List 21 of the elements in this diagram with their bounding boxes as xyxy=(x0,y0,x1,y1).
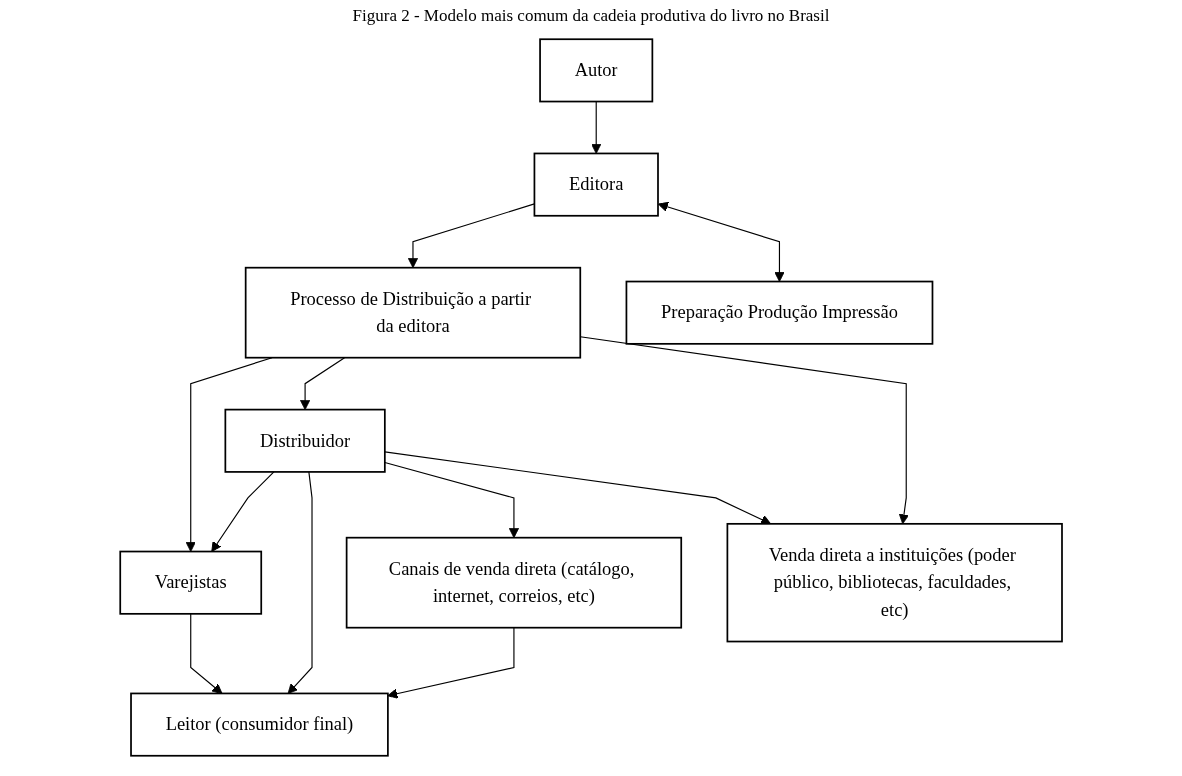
arrow xyxy=(384,451,771,525)
arrow xyxy=(299,357,345,411)
arrow xyxy=(657,201,785,282)
arrow xyxy=(407,203,535,269)
node-box: Editora xyxy=(533,152,659,217)
arrow xyxy=(185,357,273,552)
arrow xyxy=(591,100,602,154)
arrow xyxy=(387,627,515,699)
node-box: Processo de Distribuição a partir da editora xyxy=(244,266,581,359)
arrow xyxy=(190,613,223,694)
arrow xyxy=(287,471,313,694)
node-box: Leitor (consumidor final) xyxy=(130,692,389,757)
node-box: Preparação Produção Impressão xyxy=(625,280,934,345)
node-box: Canais de venda direta (catálogo, internet, correios, etc) xyxy=(345,536,682,629)
figure-title: Figura 2 - Modelo mais comum da cadeia produtiva do livro no Brasil xyxy=(351,6,831,26)
node-box: Venda direta a instituições (poder público, bibliotecas, faculdades, etc) xyxy=(726,522,1063,643)
arrow xyxy=(384,462,519,539)
node-box: Distribuidor xyxy=(224,408,386,473)
node-box: Varejistas xyxy=(119,550,262,615)
arrow xyxy=(211,471,275,552)
node-box: Autor xyxy=(539,38,654,103)
